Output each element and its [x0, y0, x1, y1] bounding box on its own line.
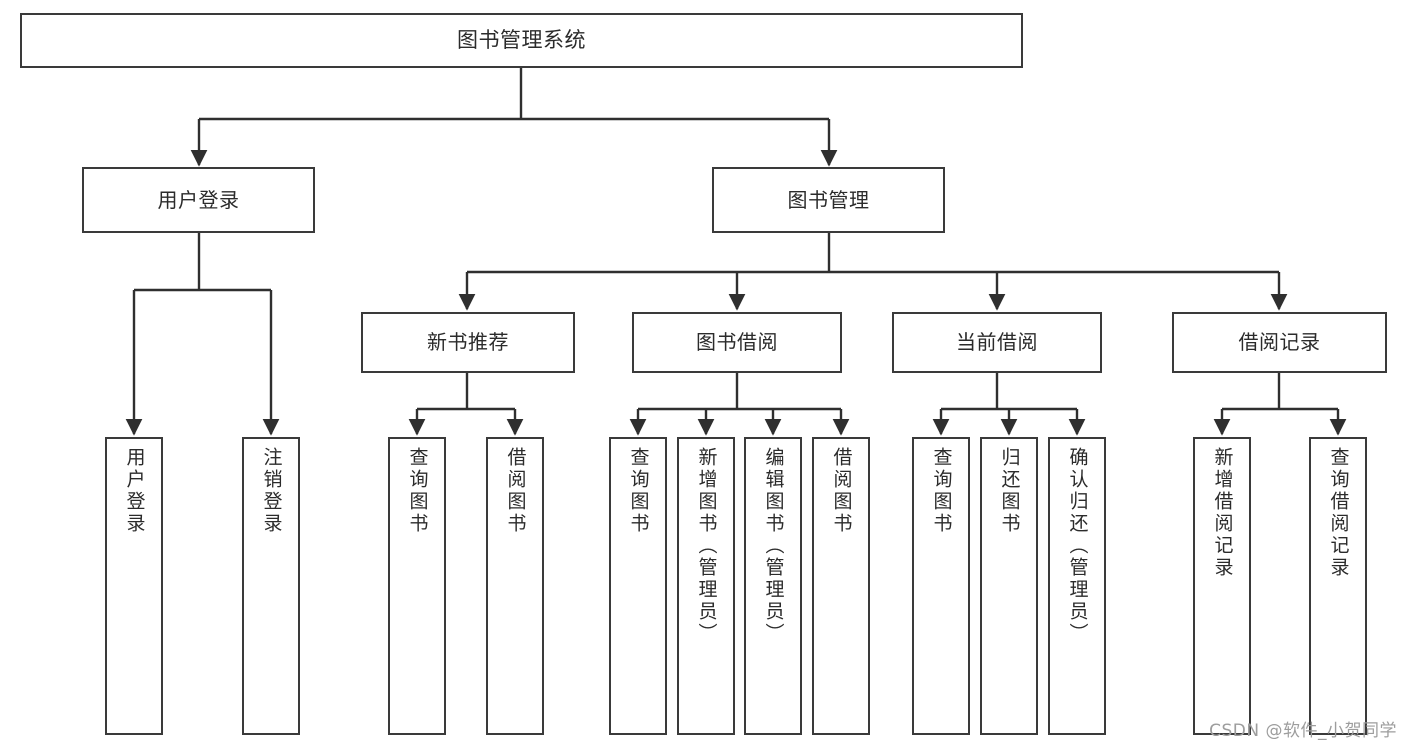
node-leaf-current-borrow-3-label: 确认归还（管理员）	[1066, 447, 1089, 645]
node-leaf-book-borrow-3-label: 编辑图书（管理员）	[762, 447, 785, 645]
node-new-book-recommend[interactable]: 新书推荐	[361, 312, 575, 373]
node-leaf-new-book-1-label: 查询图书	[406, 447, 429, 535]
node-leaf-current-borrow-1-label: 查询图书	[930, 447, 953, 535]
node-book-borrow[interactable]: 图书借阅	[632, 312, 842, 373]
node-borrow-record[interactable]: 借阅记录	[1172, 312, 1387, 373]
node-leaf-book-borrow-3[interactable]: 编辑图书（管理员）	[744, 437, 802, 735]
node-new-book-recommend-label: 新书推荐	[427, 330, 509, 355]
node-leaf-book-borrow-2-label: 新增图书（管理员）	[695, 447, 718, 645]
node-leaf-book-borrow-1[interactable]: 查询图书	[609, 437, 667, 735]
node-leaf-book-borrow-4-label: 借阅图书	[830, 447, 853, 535]
node-leaf-new-book-2-label: 借阅图书	[504, 447, 527, 535]
node-leaf-new-book-2[interactable]: 借阅图书	[486, 437, 544, 735]
node-leaf-user-login-1[interactable]: 用户登录	[105, 437, 163, 735]
watermark: CSDN @软件_小贺同学	[1209, 721, 1397, 741]
node-current-borrow[interactable]: 当前借阅	[892, 312, 1102, 373]
node-root-system[interactable]: 图书管理系统	[20, 13, 1023, 68]
node-leaf-book-borrow-4[interactable]: 借阅图书	[812, 437, 870, 735]
node-leaf-current-borrow-2[interactable]: 归还图书	[980, 437, 1038, 735]
node-leaf-user-login-1-label: 用户登录	[123, 447, 146, 535]
node-leaf-user-login-2-label: 注销登录	[260, 447, 283, 535]
node-leaf-current-borrow-3[interactable]: 确认归还（管理员）	[1048, 437, 1106, 735]
node-user-login[interactable]: 用户登录	[82, 167, 315, 233]
node-leaf-book-borrow-1-label: 查询图书	[627, 447, 650, 535]
node-leaf-current-borrow-2-label: 归还图书	[998, 447, 1021, 535]
node-leaf-borrow-record-1[interactable]: 新增借阅记录	[1193, 437, 1251, 735]
node-leaf-new-book-1[interactable]: 查询图书	[388, 437, 446, 735]
node-book-borrow-label: 图书借阅	[696, 330, 778, 355]
node-borrow-record-label: 借阅记录	[1238, 330, 1321, 355]
node-leaf-user-login-2[interactable]: 注销登录	[242, 437, 300, 735]
node-book-manage[interactable]: 图书管理	[712, 167, 945, 233]
node-leaf-borrow-record-2-label: 查询借阅记录	[1327, 447, 1350, 579]
node-root-system-label: 图书管理系统	[457, 27, 586, 52]
node-leaf-borrow-record-2[interactable]: 查询借阅记录	[1309, 437, 1367, 735]
node-current-borrow-label: 当前借阅	[956, 330, 1038, 355]
node-leaf-borrow-record-1-label: 新增借阅记录	[1211, 447, 1234, 579]
node-leaf-book-borrow-2[interactable]: 新增图书（管理员）	[677, 437, 735, 735]
node-user-login-label: 用户登录	[157, 187, 240, 212]
node-leaf-current-borrow-1[interactable]: 查询图书	[912, 437, 970, 735]
node-book-manage-label: 图书管理	[787, 187, 870, 212]
